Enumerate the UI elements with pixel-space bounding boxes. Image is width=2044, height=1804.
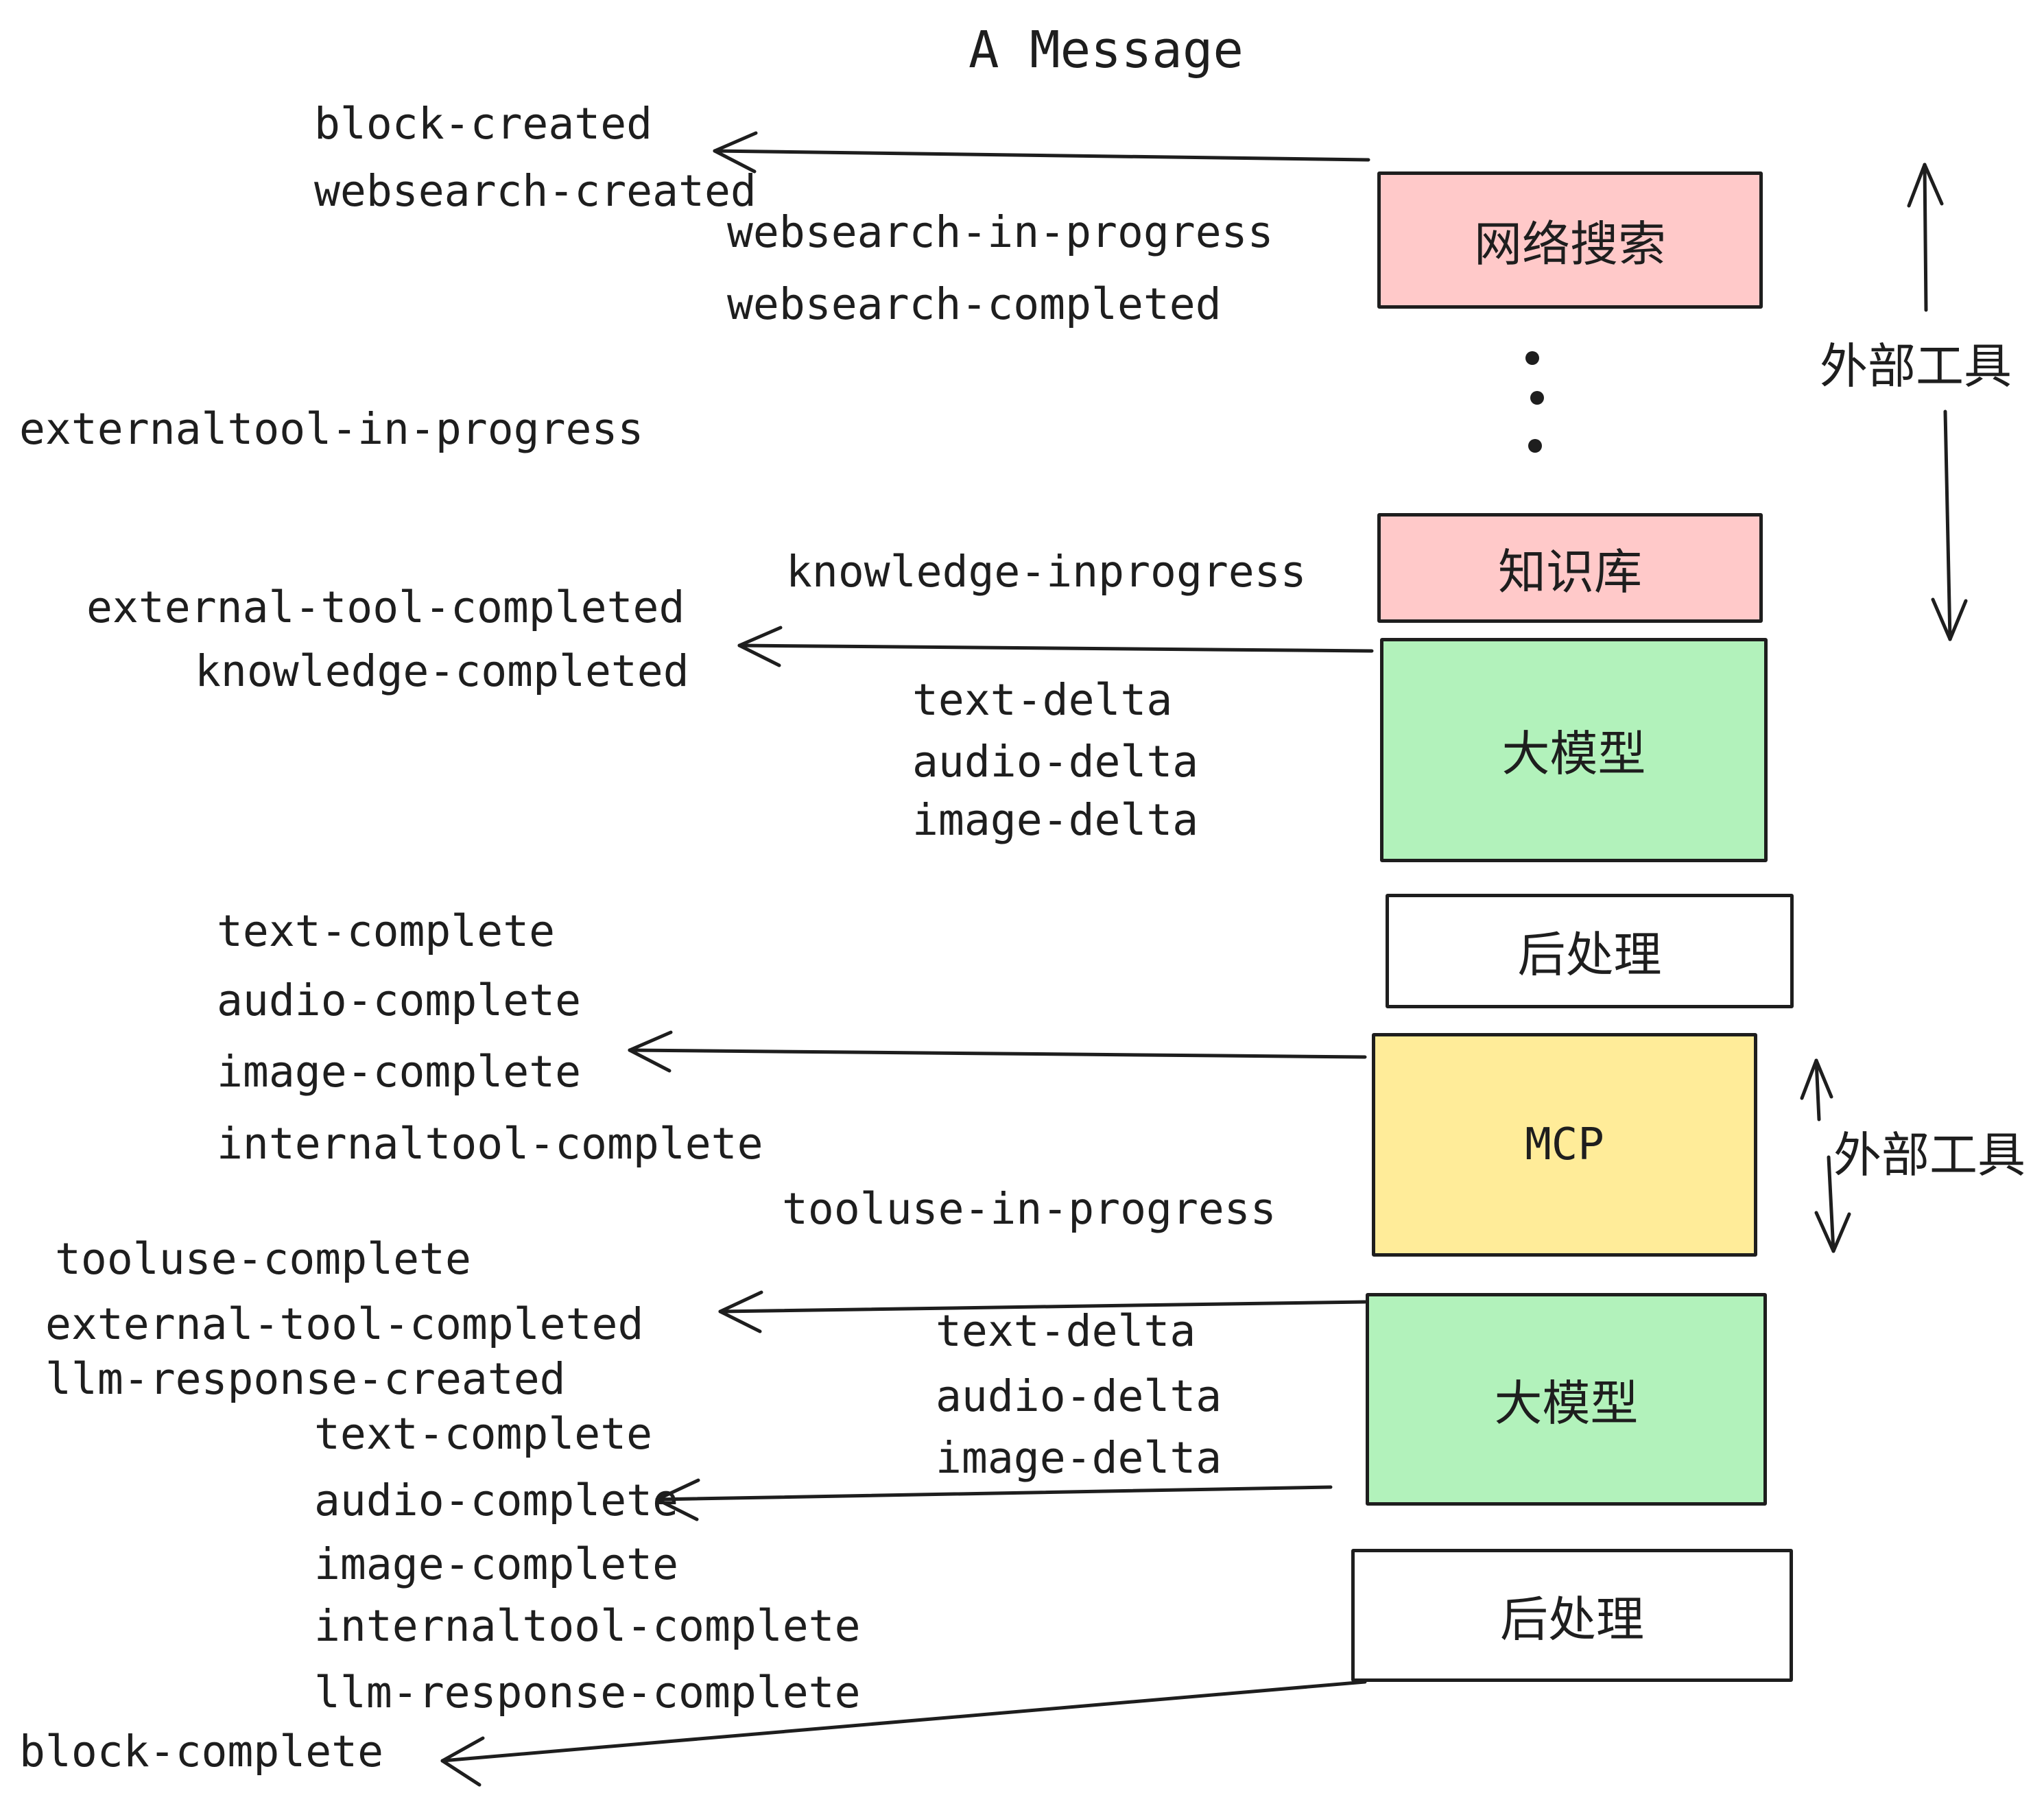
event-tooluse-complete: tooluse-complete [55,1234,471,1284]
diagram-title: A Message [968,21,1244,80]
external-tools-label-1: 外部工具 [1820,338,2012,394]
box-llm-2-label: 大模型 [1494,1375,1639,1432]
event-internaltool-complete-1: internaltool-complete [217,1119,763,1169]
event-websearch-in-progress: websearch-in-progress [727,207,1274,257]
event-internaltool-complete-2: internaltool-complete [314,1601,861,1651]
arrow-image-complete [628,1030,1367,1073]
box-llm-1: 大模型 [1380,638,1768,862]
box-llm-2: 大模型 [1366,1293,1767,1506]
event-tooluse-in-progress: tooluse-in-progress [782,1184,1276,1234]
event-audio-delta-1: audio-delta [912,737,1199,787]
box-postprocess-1-label: 后处理 [1517,927,1662,983]
event-websearch-completed: websearch-completed [727,279,1222,329]
external-tools-1-down-arrow [1931,410,1968,641]
box-postprocess-2: 后处理 [1351,1549,1793,1682]
event-external-tool-completed-1: external-tool-completed [86,582,685,632]
external-tools-label-2: 外部工具 [1833,1127,2025,1183]
external-tools-1-up-arrow [1907,163,1944,312]
event-llm-response-complete: llm-response-complete [314,1667,861,1718]
event-text-complete-2: text-complete [314,1409,653,1459]
box-knowledge: 知识库 [1377,513,1763,623]
box-websearch: 网络搜索 [1377,171,1763,309]
box-postprocess-1: 后处理 [1386,894,1794,1008]
box-websearch-label: 网络搜索 [1474,215,1666,272]
event-knowledge-inprogress: knowledge-inprogress [786,547,1307,597]
event-block-complete: block-complete [19,1726,384,1777]
event-block-created: block-created [314,99,653,149]
arrow-audio-complete [655,1478,1333,1521]
event-image-complete-1: image-complete [217,1047,582,1097]
event-image-complete-2: image-complete [314,1539,679,1589]
box-mcp-label: MCP [1525,1119,1604,1170]
event-external-tool-completed-2: external-tool-completed [45,1299,644,1349]
box-knowledge-label: 知识库 [1498,543,1642,600]
event-image-delta-2: image-delta [936,1433,1222,1483]
box-llm-1-label: 大模型 [1501,726,1646,782]
event-text-complete-1: text-complete [217,906,556,956]
event-image-delta-1: image-delta [912,795,1199,845]
event-llm-response-created: llm-response-created [45,1354,566,1404]
arrow-block-created [713,131,1370,174]
event-knowledge-completed: knowledge-completed [195,646,689,696]
event-audio-complete-2: audio-complete [314,1475,679,1526]
event-text-delta-1: text-delta [912,675,1173,725]
external-tools-2-up-arrow [1800,1058,1833,1121]
event-text-delta-2: text-delta [936,1306,1196,1356]
event-audio-complete-1: audio-complete [217,975,582,1025]
event-audio-delta-2: audio-delta [936,1371,1222,1421]
box-postprocess-2-label: 后处理 [1500,1591,1644,1648]
box-mcp: MCP [1372,1033,1757,1257]
event-externaltool-in-progress: externaltool-in-progress [19,404,644,454]
arrow-knowledge-completed [737,626,1374,667]
ellipsis-dots-icon [1525,351,1544,453]
event-websearch-created: websearch-created [314,166,757,216]
